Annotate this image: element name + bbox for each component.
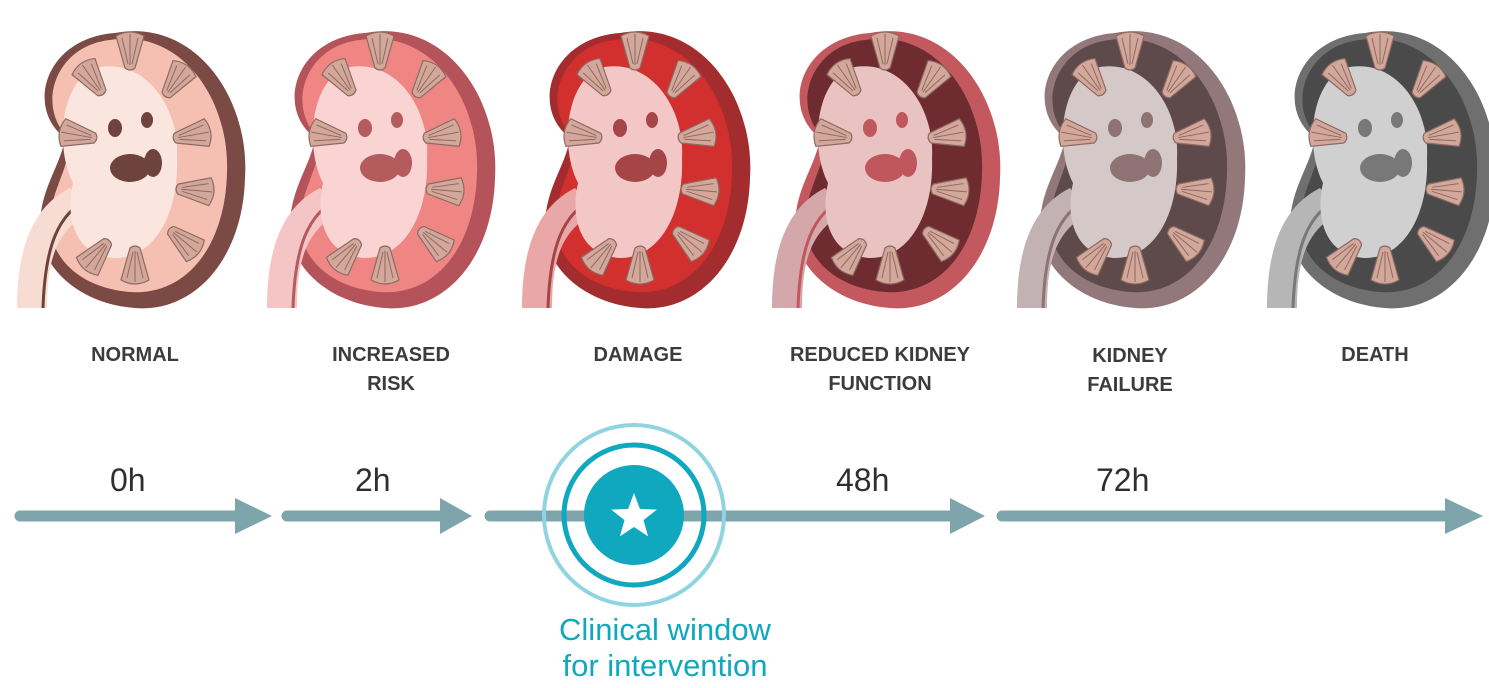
timeline — [20, 498, 1483, 534]
time-mark-72h: 72h — [1096, 462, 1149, 499]
stage-label-kidney-failure: KIDNEY FAILURE — [1060, 342, 1200, 400]
kidney-illustration — [17, 31, 245, 308]
stage-label-normal: NORMAL — [60, 341, 210, 370]
stage-label-increased-risk: INCREASED RISK — [306, 341, 476, 399]
intervention-callout: Clinical window for intervention — [500, 612, 830, 684]
intervention-label-line1: Clinical window — [500, 612, 830, 648]
intervention-label-line2: for intervention — [500, 648, 830, 684]
time-mark-48h: 48h — [836, 462, 889, 499]
timeline-arrow — [1002, 498, 1483, 534]
kidney-illustration — [267, 31, 495, 308]
stage-label-damage: DAMAGE — [563, 341, 713, 370]
kidney-illustration — [522, 31, 750, 308]
stage-label-death: DEATH — [1310, 341, 1440, 370]
kidney-illustration — [1017, 31, 1245, 308]
timeline-arrow — [287, 498, 472, 534]
kidney-illustration — [772, 31, 1000, 308]
time-mark-2h: 2h — [355, 462, 391, 499]
stage-label-reduced-kidney-function: REDUCED KIDNEY FUNCTION — [750, 341, 1010, 399]
timeline-arrow — [20, 498, 272, 534]
kidney-illustration — [1267, 31, 1489, 308]
time-mark-0h: 0h — [110, 462, 146, 499]
